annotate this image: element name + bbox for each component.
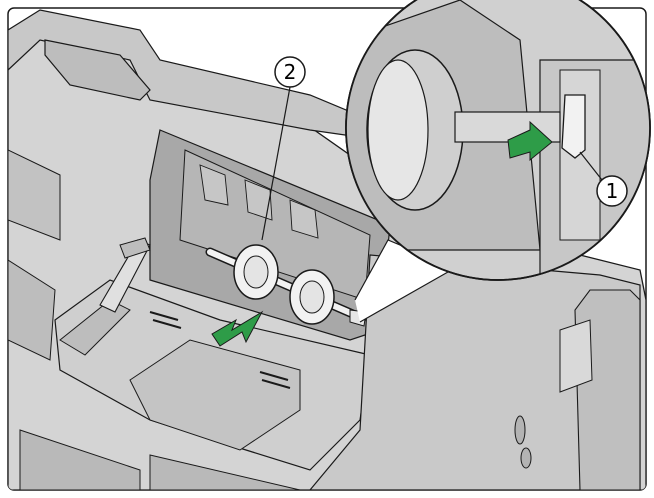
side-panel — [8, 259, 56, 361]
guide-arm-tip — [119, 237, 151, 259]
bottom-ledge — [19, 429, 301, 490]
tray-plate — [129, 339, 301, 451]
scanner-body — [8, 9, 646, 490]
lid-hinge — [44, 39, 151, 101]
callout-circle-icon — [274, 56, 306, 88]
tray-ribs — [149, 311, 291, 389]
side-slot — [520, 447, 532, 469]
tray-guide-left — [59, 299, 131, 356]
side-slot — [514, 415, 526, 445]
right-side-panel — [574, 289, 641, 490]
callout-leader-1 — [579, 151, 603, 181]
lower-housing — [308, 254, 641, 490]
callout-label-1: 1 — [606, 179, 619, 203]
callout-leader-2 — [261, 86, 291, 241]
roller-assembly — [205, 244, 367, 327]
guide-arm — [99, 239, 151, 313]
callout-circle-icon — [596, 175, 628, 207]
right-latch-tab — [559, 319, 593, 393]
removal-arrow-icon — [211, 310, 264, 347]
cavity-ribs — [199, 164, 319, 239]
zoom-latch — [561, 94, 586, 159]
callout-label-2: 2 — [284, 60, 297, 84]
side-panel — [8, 149, 61, 241]
release-arrow-icon — [507, 120, 553, 162]
